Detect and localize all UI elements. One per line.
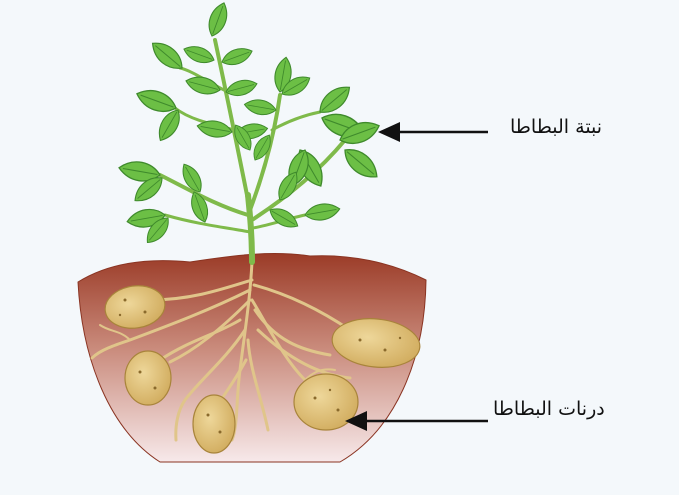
- stems: [160, 40, 345, 262]
- potato-tuber-icon: [125, 351, 171, 405]
- label-potato-tubers: درنات البطاطا: [493, 398, 605, 420]
- potato-tuber-icon: [193, 395, 235, 453]
- left-arrow-icon: [378, 122, 488, 142]
- label-potato-plant: نبتة البطاطا: [510, 116, 602, 138]
- left-arrow-icon: [345, 411, 488, 431]
